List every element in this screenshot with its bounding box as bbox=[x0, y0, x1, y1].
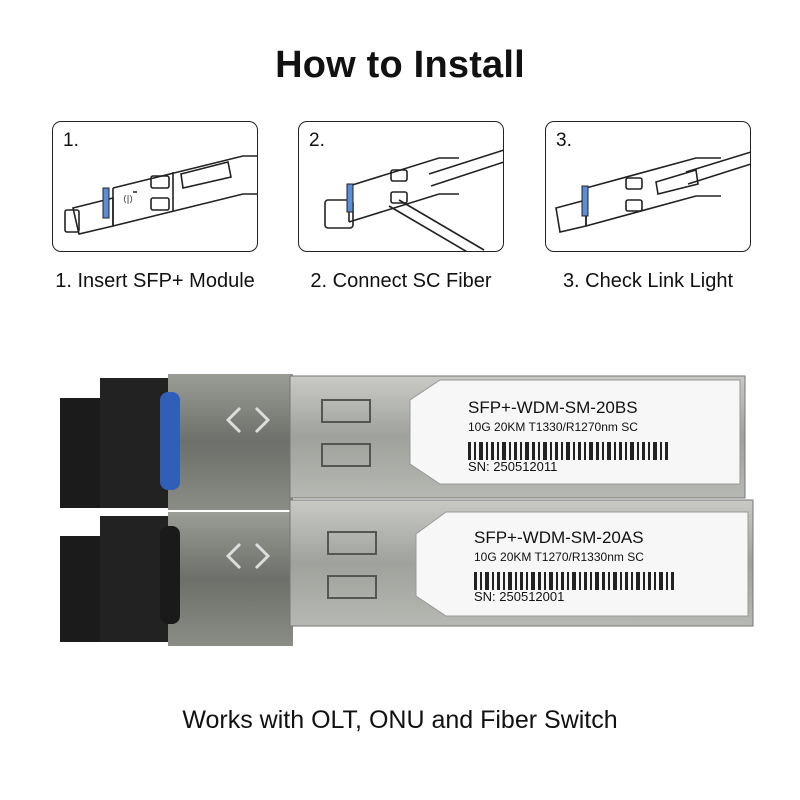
module-top bbox=[60, 374, 746, 510]
step-1-panel: ⟨|⟩ 1. bbox=[52, 121, 258, 252]
barcode-bottom bbox=[474, 572, 674, 590]
latch-bottom bbox=[160, 526, 180, 624]
module-top-serial: SN: 250512011 bbox=[468, 459, 558, 474]
latch-top bbox=[160, 392, 180, 490]
step-2-panel: 2. bbox=[298, 121, 504, 252]
step-number: 2. bbox=[309, 130, 325, 151]
module-top-model: SFP+-WDM-SM-20BS bbox=[468, 398, 638, 417]
page-title: How to Install bbox=[275, 44, 525, 86]
step-3-caption: 3. Check Link Light bbox=[562, 270, 734, 292]
step-2-caption: 2. Connect SC Fiber bbox=[310, 270, 492, 292]
module-bottom-serial: SN: 250512001 bbox=[474, 589, 565, 604]
module-bottom-model: SFP+-WDM-SM-20AS bbox=[474, 528, 644, 547]
compatibility-note: Works with OLT, ONU and Fiber Switch bbox=[182, 706, 618, 734]
module-bottom-spec: 10G 20KM T1270/R1330nm SC bbox=[474, 550, 644, 564]
step-3-panel: 3. bbox=[545, 121, 751, 252]
step-number: 1. bbox=[63, 130, 79, 151]
sfp-modules-photo: SFP+-WDM-SM-20BS 10G 20KM T1330/R1270nm … bbox=[0, 360, 800, 660]
sfp-modules-drawing bbox=[60, 374, 754, 646]
module-top-spec: 10G 20KM T1330/R1270nm SC bbox=[468, 420, 638, 434]
check-link-illustration bbox=[555, 151, 750, 233]
connect-fiber-illustration bbox=[324, 149, 503, 251]
step-1-caption: 1. Insert SFP+ Module bbox=[55, 270, 255, 292]
module-bottom bbox=[60, 499, 754, 646]
barcode-top bbox=[468, 442, 668, 460]
insert-module-illustration: ⟨|⟩ bbox=[64, 155, 257, 235]
svg-text:⟨|⟩: ⟨|⟩ bbox=[123, 195, 133, 205]
step-number: 3. bbox=[556, 130, 572, 151]
